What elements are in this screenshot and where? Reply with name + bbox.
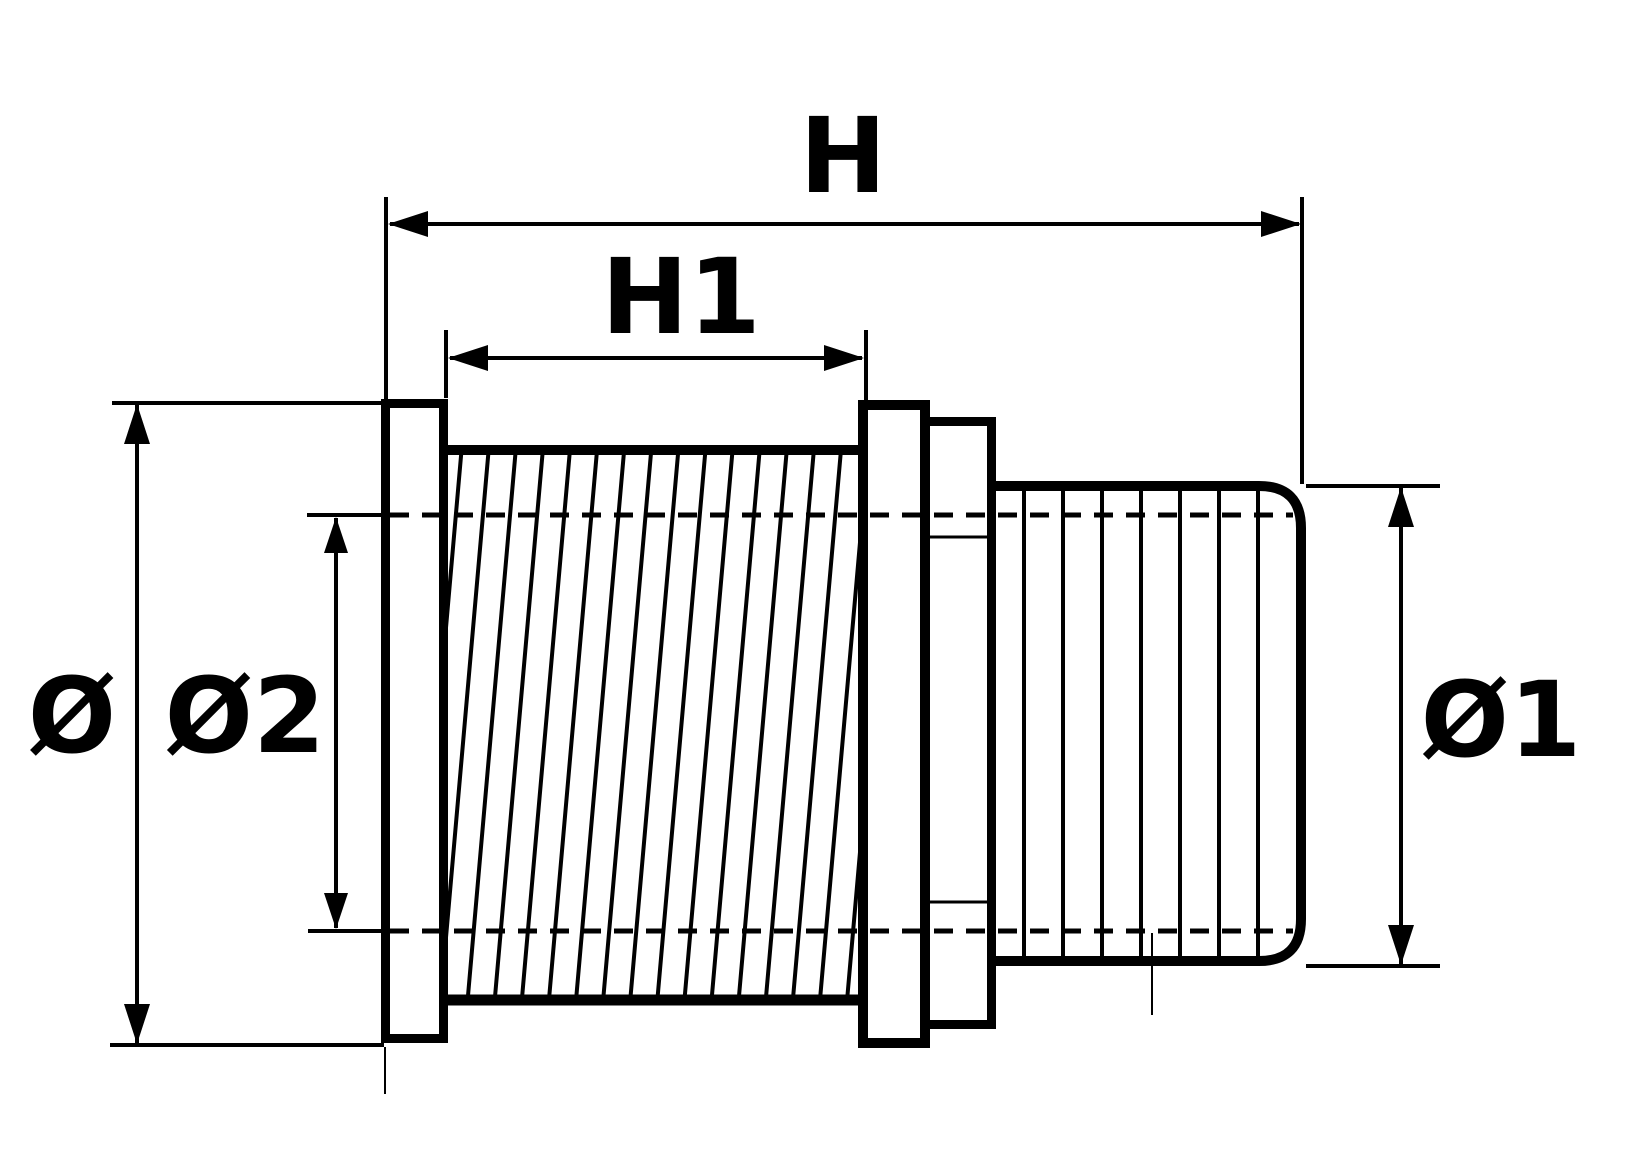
dim-d2-arrow-top [324, 517, 348, 553]
spout-outline [996, 481, 1306, 966]
dimension-d: Ø [28, 401, 384, 1047]
dim-d2-label: Ø2 [165, 655, 326, 777]
dim-h-arrow-right [1261, 211, 1301, 237]
dim-h1-label: H1 [601, 236, 760, 358]
dimension-h1: H1 [444, 236, 868, 400]
dim-d-arrow-bottom [124, 1004, 150, 1044]
backnut-outline [858, 400, 930, 1048]
dim-d1-arrow-top [1388, 487, 1414, 527]
dimension-h: H [384, 95, 1304, 484]
dim-d2-arrow-bottom [324, 893, 348, 929]
dimension-d2: Ø2 [165, 513, 381, 933]
dim-d1-label: Ø1 [1421, 659, 1582, 781]
dim-h-label: H [799, 95, 886, 217]
dim-d-label: Ø [28, 655, 116, 777]
dim-h1-arrow-left [448, 345, 488, 371]
dim-d-arrow-top [124, 404, 150, 444]
bore-centerlines [390, 512, 1293, 934]
dim-h1-arrow-right [824, 345, 864, 371]
fitting-body [381, 399, 1306, 1094]
dim-d1-arrow-bottom [1388, 925, 1414, 965]
spout-ribs [1022, 491, 1260, 956]
dimension-d1: Ø1 [1306, 484, 1582, 968]
flange-outline [381, 399, 448, 1043]
dim-h-arrow-left [388, 211, 428, 237]
washer-step-outline [921, 417, 996, 1029]
thread-hatching [448, 455, 858, 995]
